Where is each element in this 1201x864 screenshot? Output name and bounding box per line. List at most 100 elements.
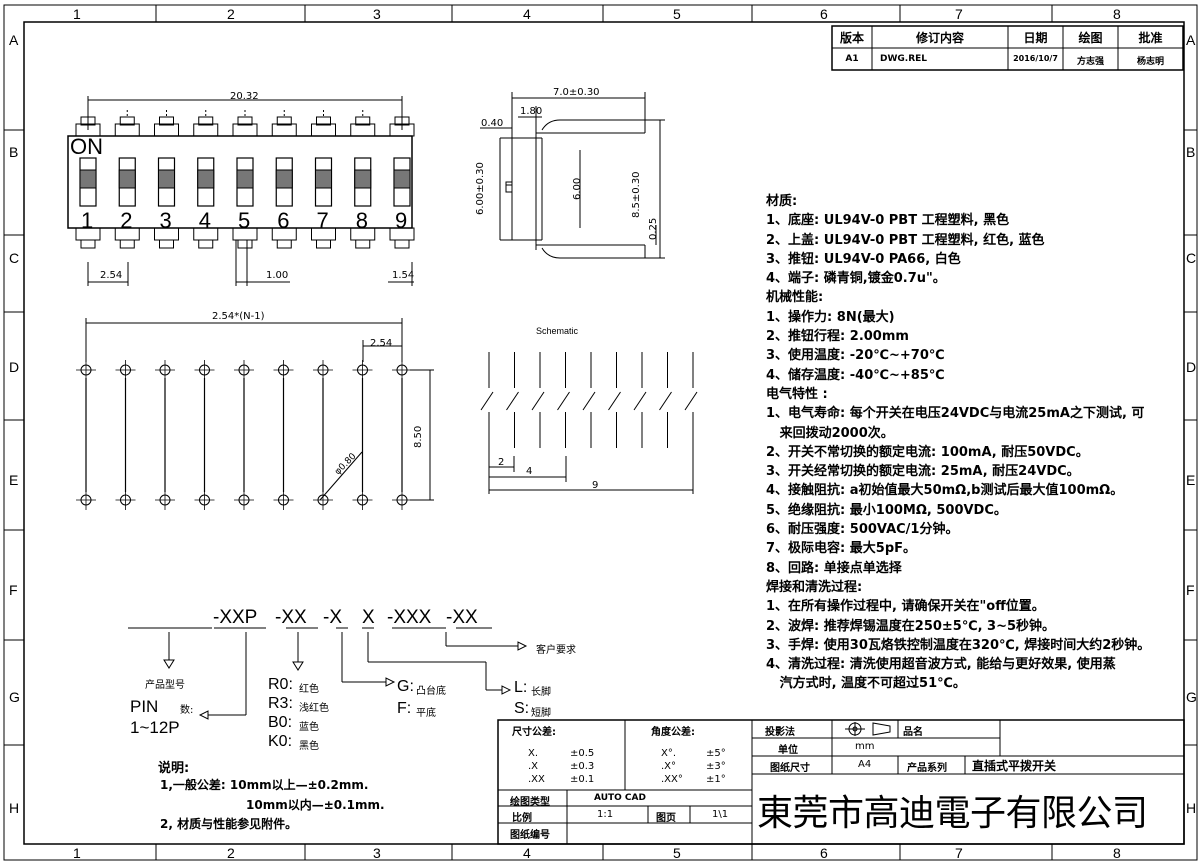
material-line-1: 1、底座: UL94V-0 PBT 工程塑料, 黑色	[766, 213, 1010, 229]
revision-approved: 杨志明	[1136, 57, 1164, 67]
grid-row-left-1: B	[9, 144, 19, 160]
drawing-size-value: A4	[858, 759, 872, 770]
switch-number-5: 5	[238, 208, 251, 233]
material-line-17: 6、耐压强度: 500VAC/1分钟。	[766, 522, 959, 538]
sch-dim-9: 9	[592, 480, 599, 491]
grid-row-right-3: D	[1186, 359, 1197, 375]
switch-number-3: 3	[159, 208, 172, 233]
grid-row-left-7: H	[9, 800, 20, 816]
order-pins-l-code: L:	[514, 679, 528, 696]
material-line-5: 机械性能:	[766, 290, 824, 306]
grid-col-bottom-2: 2	[227, 845, 235, 861]
revision-version: A1	[845, 54, 859, 64]
title-block	[497, 719, 1185, 845]
grid-row-right-1: B	[1186, 144, 1196, 160]
revision-date: 2016/10/7	[1013, 54, 1058, 63]
on-label: ON	[70, 134, 103, 159]
material-line-16: 5、绝缘阻抗: 最小100MΩ, 500VDC。	[766, 502, 1007, 518]
material-line-6: 1、操作力: 8N(最大)	[766, 309, 895, 325]
order-base-f-name: 平底	[416, 708, 436, 719]
schematic-title: Schematic	[536, 326, 579, 336]
dim-side-600a: 6.00±0.30	[475, 162, 486, 215]
grid-row-right-6: G	[1186, 689, 1197, 705]
dim-pin-width: 1.00	[266, 270, 289, 281]
dim-side-180: 1.80	[520, 106, 543, 117]
grid-col-top-7: 7	[955, 6, 963, 22]
grid-row-right-0: A	[1186, 32, 1196, 48]
switch-number-2: 2	[120, 208, 133, 233]
revision-table	[831, 25, 1184, 71]
tol-angle-val-2: ±1°	[706, 774, 726, 785]
order-code-1: -XXP	[213, 607, 258, 628]
order-color-name-3: 黑色	[299, 741, 319, 752]
switch-number-1: 1	[81, 208, 94, 233]
tol-size-val-2: ±0.1	[570, 774, 595, 785]
revision-header-approved: 批准	[1138, 31, 1163, 45]
grid-col-bottom-5: 5	[673, 845, 681, 861]
grid-col-bottom-1: 1	[73, 845, 81, 861]
grid-col-bottom-8: 8	[1113, 845, 1121, 861]
material-line-4: 4、端子: 磷青铜,镀金0.7u"。	[766, 271, 946, 287]
material-line-18: 7、极际电容: 最大5pF。	[766, 541, 917, 557]
dim-pcb-pitch: 2.54	[370, 338, 393, 349]
order-pin-label: PIN	[130, 697, 159, 716]
grid-col-top-3: 3	[373, 6, 381, 22]
grid-col-top-5: 5	[673, 6, 681, 22]
material-line-14: 3、开关经常切换的额定电流: 25mA, 耐压24VDC。	[766, 464, 1080, 480]
series-label: 产品系列	[907, 763, 947, 774]
switch-number-9: 9	[395, 208, 408, 233]
order-color-code-1: R3:	[268, 695, 293, 712]
drawing-size-label: 图纸尺寸	[770, 763, 810, 774]
series-value: 直插式平拨开关	[972, 759, 1057, 773]
grid-col-top-2: 2	[227, 6, 235, 22]
grid-row-left-0: A	[9, 32, 19, 48]
material-line-25: 汽方式时, 温度不可超过51℃。	[766, 676, 966, 692]
tol-angle-val-0: ±5°	[706, 748, 726, 759]
tol-angle-key-0: X°.	[661, 748, 677, 759]
tol-size-key-0: X.	[528, 748, 539, 759]
outer-frame	[3, 4, 1198, 861]
material-line-21: 1、在所有操作过程中, 请确保开关在"off位置。	[766, 599, 1045, 615]
material-line-8: 3、使用温度: -20℃~+70℃	[766, 348, 945, 364]
material-line-7: 2、推钮行程: 2.00mm	[766, 329, 909, 345]
material-line-19: 8、回路: 单接点单选择	[766, 560, 902, 576]
material-line-10: 电气特性 :	[766, 386, 828, 402]
order-color-code-3: K0:	[268, 733, 293, 750]
tol-size-key-2: .XX	[528, 774, 545, 785]
company-name: 東莞市高迪電子有限公司	[757, 793, 1148, 834]
sch-dim-2: 2	[498, 457, 505, 468]
order-base-g-code: G:	[397, 678, 414, 695]
grid-row-left-5: F	[9, 582, 18, 598]
page-value: 1\1	[712, 809, 729, 820]
dim-pitch: 2.54	[100, 270, 123, 281]
schematic	[480, 352, 698, 494]
tol-angle-key-1: .X°	[661, 761, 677, 772]
order-pin-range: 1~12P	[130, 718, 180, 737]
notes-item-1: 1,一般公差: 10mm以上—±0.2mm.	[160, 778, 369, 792]
grid-row-left-3: D	[9, 359, 20, 375]
order-code-4: X	[362, 607, 375, 628]
grid-col-top-6: 6	[820, 6, 828, 22]
tol-angle-key-2: .XX°	[661, 774, 683, 785]
ordering-lines	[128, 627, 528, 720]
dim-side-600b: 6.00	[572, 177, 583, 200]
dim-side-040: 0.40	[481, 118, 504, 129]
revision-header-content: 修订内容	[915, 31, 964, 45]
tol-size-val-1: ±0.3	[570, 761, 595, 772]
revision-header-drawn: 绘图	[1078, 31, 1103, 45]
dim-top-width: 20.32	[230, 91, 259, 102]
tol-size-val-0: ±0.5	[570, 748, 595, 759]
grid-row-left-2: C	[9, 250, 20, 266]
material-line-24: 4、清洗过程: 清洗使用超音波方式, 能给与更好效果, 使用蒸	[766, 657, 1116, 673]
material-line-2: 2、上盖: UL94V-0 PBT 工程塑料, 红色, 蓝色	[766, 232, 1045, 248]
order-color-name-1: 浅红色	[299, 703, 329, 714]
grid-row-right-7: H	[1186, 800, 1197, 816]
switch-number-6: 6	[277, 208, 290, 233]
material-line-13: 2、开关不常切换的额定电流: 100mA, 耐压50VDC。	[766, 444, 1089, 460]
side-view	[480, 92, 665, 259]
notes-item-3: 2, 材质与性能参见附件。	[160, 817, 298, 831]
grid-col-bottom-7: 7	[955, 845, 963, 861]
material-line-9: 4、储存温度: -40℃~+85℃	[766, 367, 945, 383]
switch-number-8: 8	[355, 208, 368, 233]
